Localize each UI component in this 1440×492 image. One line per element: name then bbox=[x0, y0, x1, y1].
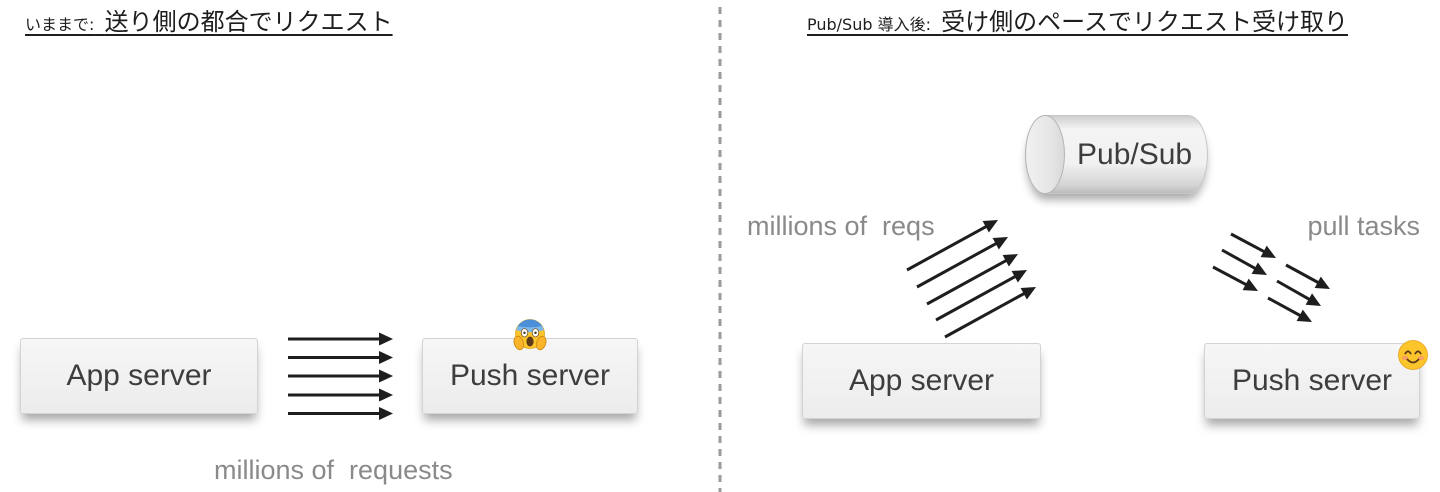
pull-arrow-head bbox=[1314, 276, 1330, 289]
hand-left bbox=[513, 335, 525, 351]
request-arrow bbox=[288, 407, 393, 420]
pupil-right bbox=[534, 331, 537, 334]
face-screaming-in-fear-icon bbox=[513, 319, 547, 351]
pull-arrow-shaft bbox=[1230, 232, 1267, 254]
request-arrow-head bbox=[379, 407, 393, 420]
after-title-main: 受け側のペースでリクエスト受け取り bbox=[941, 8, 1348, 36]
before-request-arrows bbox=[288, 332, 393, 420]
push-arrow-head bbox=[1011, 270, 1027, 283]
push-arrow bbox=[926, 254, 1018, 306]
push-arrow bbox=[935, 270, 1027, 322]
push-arrow-shaft bbox=[935, 274, 1018, 322]
after-pull-arrows bbox=[1212, 232, 1330, 322]
before-requests-caption: millions of requests bbox=[214, 455, 453, 485]
request-arrow-head bbox=[379, 351, 393, 364]
pull-arrow-shaft bbox=[1276, 279, 1312, 302]
push-arrow-head bbox=[992, 237, 1008, 250]
before-push-server-box: Push server bbox=[422, 338, 638, 414]
before-push-server-label: Push server bbox=[449, 359, 611, 392]
hand-right bbox=[535, 335, 547, 351]
request-arrow bbox=[288, 351, 393, 364]
mouth bbox=[1406, 358, 1420, 364]
eye-right bbox=[1414, 350, 1422, 355]
push-arrow-head bbox=[1020, 287, 1036, 300]
eye-left bbox=[1404, 350, 1412, 355]
pull-arrow-head bbox=[1296, 309, 1312, 322]
push-arrow-shaft bbox=[916, 241, 999, 289]
section-divider bbox=[718, 7, 722, 492]
pubsub-queue-cylinder: Pub/Sub bbox=[1025, 115, 1208, 194]
pull-arrow-shaft bbox=[1221, 248, 1258, 271]
pull-arrow bbox=[1267, 296, 1312, 322]
before-title: いままで: 送り側の都合でリクエスト bbox=[25, 3, 393, 41]
after-pull-caption: pull tasks bbox=[1307, 211, 1420, 241]
push-arrow-head bbox=[1002, 254, 1018, 267]
push-arrow-shaft bbox=[926, 258, 1009, 306]
pull-arrow-head bbox=[1251, 262, 1267, 275]
pubsub-label: Pub/Sub bbox=[1077, 138, 1193, 171]
face bbox=[1398, 340, 1428, 370]
pull-arrow bbox=[1221, 248, 1267, 275]
face-blue-top bbox=[517, 319, 543, 328]
request-arrow bbox=[288, 332, 393, 346]
pull-arrow-head bbox=[1242, 278, 1258, 291]
before-title-prefix: いままで: bbox=[25, 15, 95, 34]
after-push-server-label: Push server bbox=[1231, 364, 1393, 397]
pupil-left bbox=[523, 331, 526, 334]
after-app-server-label: App server bbox=[848, 364, 995, 397]
before-title-main: 送り側の都合でリクエスト bbox=[104, 8, 393, 36]
pull-arrow-shaft bbox=[1212, 265, 1249, 287]
request-arrow-head bbox=[379, 369, 393, 383]
pull-arrow-head bbox=[1260, 245, 1276, 258]
request-arrow-head bbox=[379, 388, 393, 402]
push-arrow-shaft bbox=[944, 291, 1027, 339]
pull-arrow bbox=[1230, 232, 1276, 258]
smiling-face-with-smiling-eyes-icon bbox=[1398, 340, 1428, 370]
before-app-server-box: App server bbox=[20, 338, 258, 414]
cylinder-end-cap bbox=[1025, 115, 1065, 194]
push-arrow-head bbox=[982, 220, 998, 233]
cheek-right bbox=[1417, 355, 1425, 361]
request-arrow bbox=[288, 369, 393, 383]
pull-arrow-shaft bbox=[1285, 263, 1321, 285]
after-title-prefix: Pub/Sub 導入後: bbox=[807, 15, 931, 34]
request-arrow bbox=[288, 388, 393, 402]
pull-arrow bbox=[1212, 265, 1258, 291]
pull-arrow bbox=[1285, 263, 1330, 289]
after-push-server-box: Push server bbox=[1204, 343, 1420, 419]
push-arrow bbox=[916, 237, 1008, 289]
mouth bbox=[526, 336, 534, 347]
after-requests-caption: millions of reqs bbox=[747, 211, 935, 241]
pull-arrow-head bbox=[1305, 293, 1321, 306]
cheek-left bbox=[1401, 355, 1409, 361]
push-arrow bbox=[944, 287, 1036, 339]
request-arrow-head bbox=[379, 332, 393, 346]
after-app-server-box: App server bbox=[802, 343, 1041, 419]
after-title: Pub/Sub 導入後: 受け側のペースでリクエスト受け取り bbox=[807, 3, 1348, 41]
before-app-server-label: App server bbox=[66, 359, 212, 392]
pull-arrow-shaft bbox=[1267, 296, 1303, 318]
pull-arrow bbox=[1276, 279, 1321, 306]
